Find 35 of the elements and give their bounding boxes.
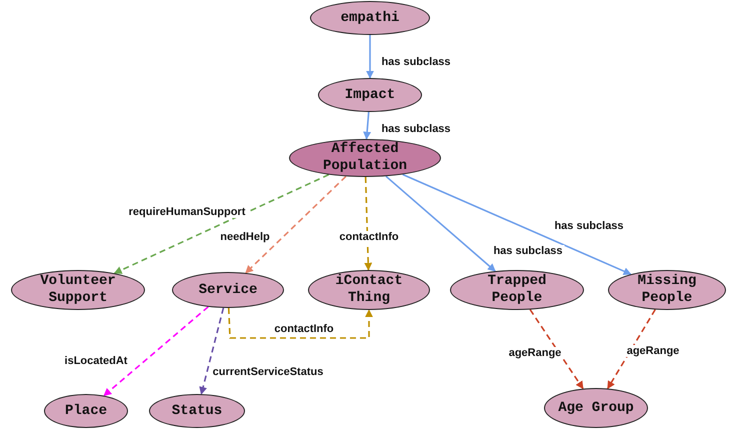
class-name: Status <box>172 402 222 420</box>
arrow <box>366 35 374 79</box>
edge-label: currentServiceStatus <box>210 366 326 378</box>
edge-label: has subclass <box>491 245 565 257</box>
arrow <box>385 176 496 272</box>
arrow <box>114 174 330 274</box>
class-name: Age Group <box>558 400 634 416</box>
arrow <box>103 306 209 396</box>
class-name: Affected Population <box>322 141 408 175</box>
class-name: Volunteer Support <box>39 273 117 307</box>
arrow <box>199 308 224 395</box>
edge-label: needHelp <box>218 231 272 243</box>
edge-label: has subclass <box>552 220 626 232</box>
edge-label: requireHumanSupport <box>126 206 248 218</box>
edge-label: ageRange <box>506 347 564 359</box>
arrow <box>364 176 372 271</box>
class-name: Trapped People <box>486 273 548 307</box>
class-name: iContact Thing <box>334 273 404 307</box>
class-name: Place <box>64 402 107 420</box>
edge-label: has subclass <box>379 123 453 135</box>
arrow <box>245 176 346 274</box>
arrow <box>402 174 632 275</box>
edge-label: contactInfo <box>337 231 401 243</box>
class-name: Missing People <box>636 273 698 307</box>
arrow <box>607 309 656 390</box>
arrow <box>228 308 373 339</box>
class-name: Impact <box>344 86 396 104</box>
edge-label: ageRange <box>624 345 682 357</box>
class-name: Service <box>198 282 258 298</box>
arrow <box>529 309 584 390</box>
class-name: empathi <box>340 10 400 26</box>
edge-label: isLocatedAt <box>62 355 130 367</box>
arrow <box>363 112 372 140</box>
edge-label: has subclass <box>379 56 453 68</box>
edge-label: contactInfo <box>272 323 336 335</box>
